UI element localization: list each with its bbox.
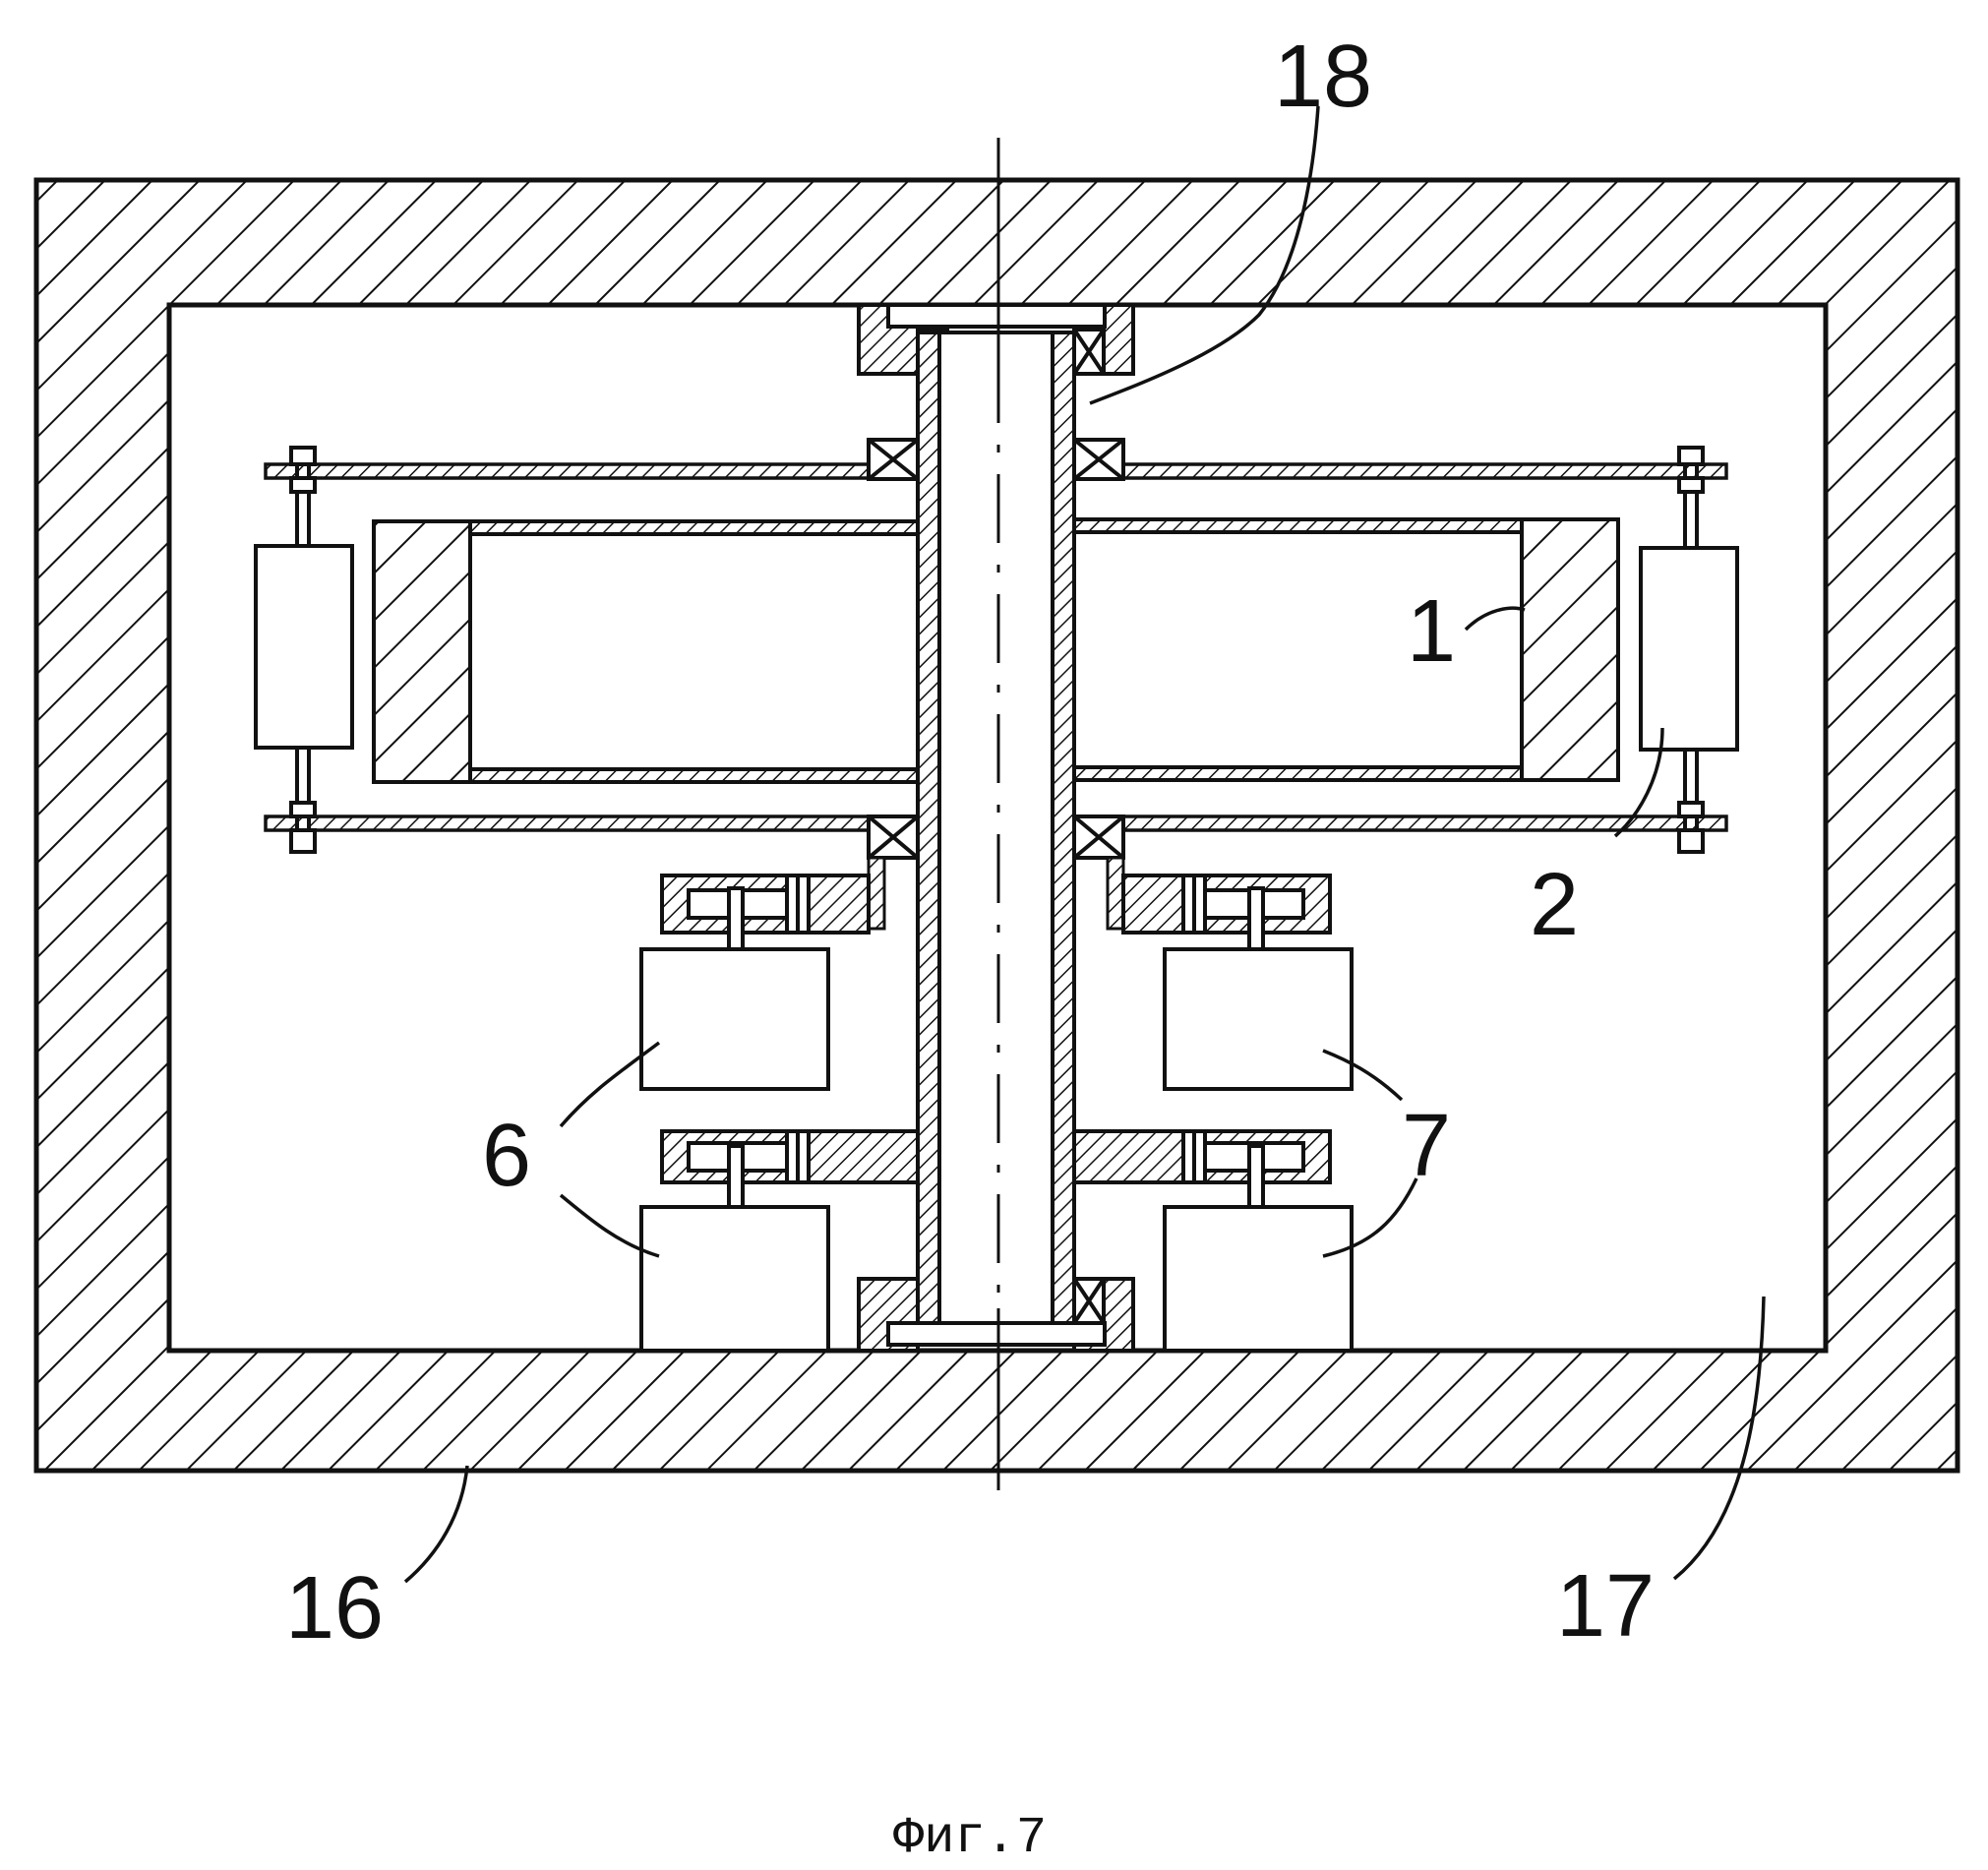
upper-motor-right: [1163, 947, 1354, 1091]
label-1: 1: [1407, 582, 1456, 681]
label-17: 17: [1556, 1557, 1655, 1656]
upper-frame-plate: [264, 438, 1728, 481]
side-element-left: [254, 544, 354, 750]
label-16: 16: [285, 1559, 384, 1658]
label-7: 7: [1402, 1097, 1451, 1195]
lower-motor-left: [639, 1205, 830, 1353]
figure-caption: Фиг.7: [893, 1809, 1047, 1867]
label-6: 6: [482, 1107, 531, 1205]
label-18: 18: [1274, 28, 1372, 126]
label-2: 2: [1530, 856, 1579, 954]
upper-gear-train: [660, 874, 1332, 951]
side-element-right: [1639, 546, 1739, 752]
leader-lines: [403, 105, 1766, 1584]
upper-motor-left: [639, 947, 830, 1091]
lower-frame-plate: [264, 814, 1728, 931]
shaft: [916, 331, 1076, 1325]
flywheel: [372, 517, 1620, 784]
lower-gear-train: [660, 1129, 1332, 1209]
lower-motor-right: [1163, 1205, 1354, 1353]
top-bearing-support: [857, 303, 1135, 376]
